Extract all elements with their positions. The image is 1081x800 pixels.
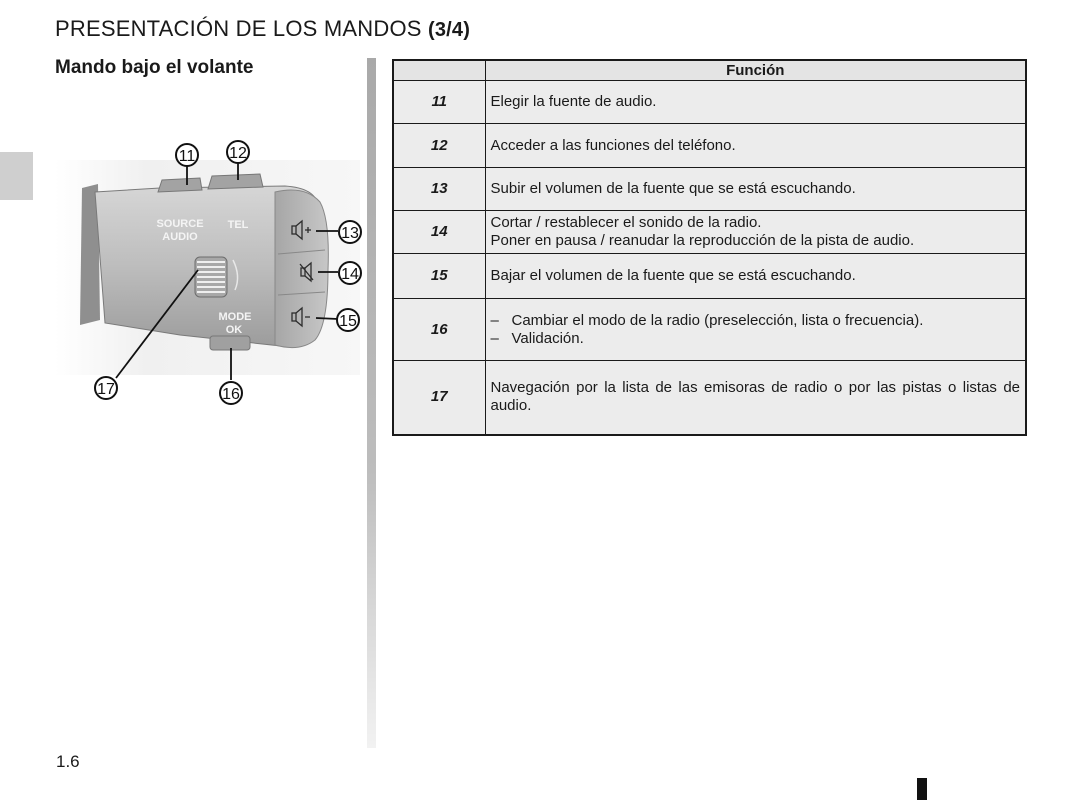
page-number: 1.6 <box>56 752 80 771</box>
volume-down-icon <box>291 306 310 328</box>
table-row: 14 Cortar / restablecer el sonido de la … <box>392 210 1027 254</box>
callout-15: 15 <box>339 313 357 330</box>
table-row: 13 Subir el volumen de la fuente que se … <box>392 167 1027 211</box>
page-title-part: (3/4) <box>427 19 471 41</box>
label-ok: OK <box>226 324 243 336</box>
column-divider <box>367 58 376 748</box>
label-audio: AUDIO <box>162 231 198 243</box>
list-item: –Validación. <box>490 329 584 347</box>
table-row: 12 Acceder a las funciones del teléfono. <box>392 123 1027 168</box>
row-number: 14 <box>392 210 486 254</box>
table-row: 17 Navegación por la lista de las emisor… <box>392 360 1027 435</box>
row-number: 12 <box>392 123 486 168</box>
row-description: Cortar / restablecer el sonido de la rad… <box>484 210 1027 254</box>
callout-17: 17 <box>97 381 115 398</box>
callout-12: 12 <box>229 145 247 162</box>
table-header-row: Función <box>392 59 1027 81</box>
callout-14: 14 <box>341 266 359 283</box>
callout-13: 13 <box>341 225 359 242</box>
label-tel: TEL <box>228 219 249 231</box>
volume-up-icon <box>291 219 311 241</box>
mute-icon <box>299 261 314 283</box>
table-row: 15 Bajar el volumen de la fuente que se … <box>392 253 1027 299</box>
table-row: 16 –Cambiar el modo de la radio (presele… <box>392 298 1027 361</box>
callout-11: 11 <box>179 148 196 165</box>
function-table: Función 11 Elegir la fuente de audio. 12… <box>392 59 1027 436</box>
section-title: Mando bajo el volante <box>55 57 254 78</box>
row-description: –Cambiar el modo de la radio (preselecci… <box>484 298 1027 361</box>
chapter-tab <box>0 152 33 200</box>
list-item: –Cambiar el modo de la radio (preselecci… <box>490 311 924 329</box>
page-title: PRESENTACIÓN DE LOS MANDOS (3/4) <box>55 16 471 41</box>
header-function: Función <box>484 59 1027 81</box>
scroll-wheel <box>194 256 239 298</box>
callout-16: 16 <box>222 386 240 403</box>
row-number: 17 <box>392 360 486 435</box>
row-number: 16 <box>392 298 486 361</box>
row-description: Bajar el volumen de la fuente que se est… <box>484 253 1027 299</box>
table-row: 11 Elegir la fuente de audio. <box>392 80 1027 124</box>
row-description: Navegación por la lista de las emisoras … <box>484 360 1027 435</box>
row-number: 13 <box>392 167 486 211</box>
row-description: Elegir la fuente de audio. <box>484 80 1027 124</box>
steering-control-diagram: SOURCE AUDIO TEL MODE OK 11 12 13 1 <box>55 140 362 405</box>
label-source: SOURCE <box>156 218 203 230</box>
footer-mark <box>917 778 927 800</box>
row-number: 11 <box>392 80 486 124</box>
row-number: 15 <box>392 253 486 299</box>
label-mode: MODE <box>219 311 252 323</box>
row-description: Subir el volumen de la fuente que se est… <box>484 167 1027 211</box>
row-description: Acceder a las funciones del teléfono. <box>484 123 1027 168</box>
header-number <box>392 59 486 81</box>
